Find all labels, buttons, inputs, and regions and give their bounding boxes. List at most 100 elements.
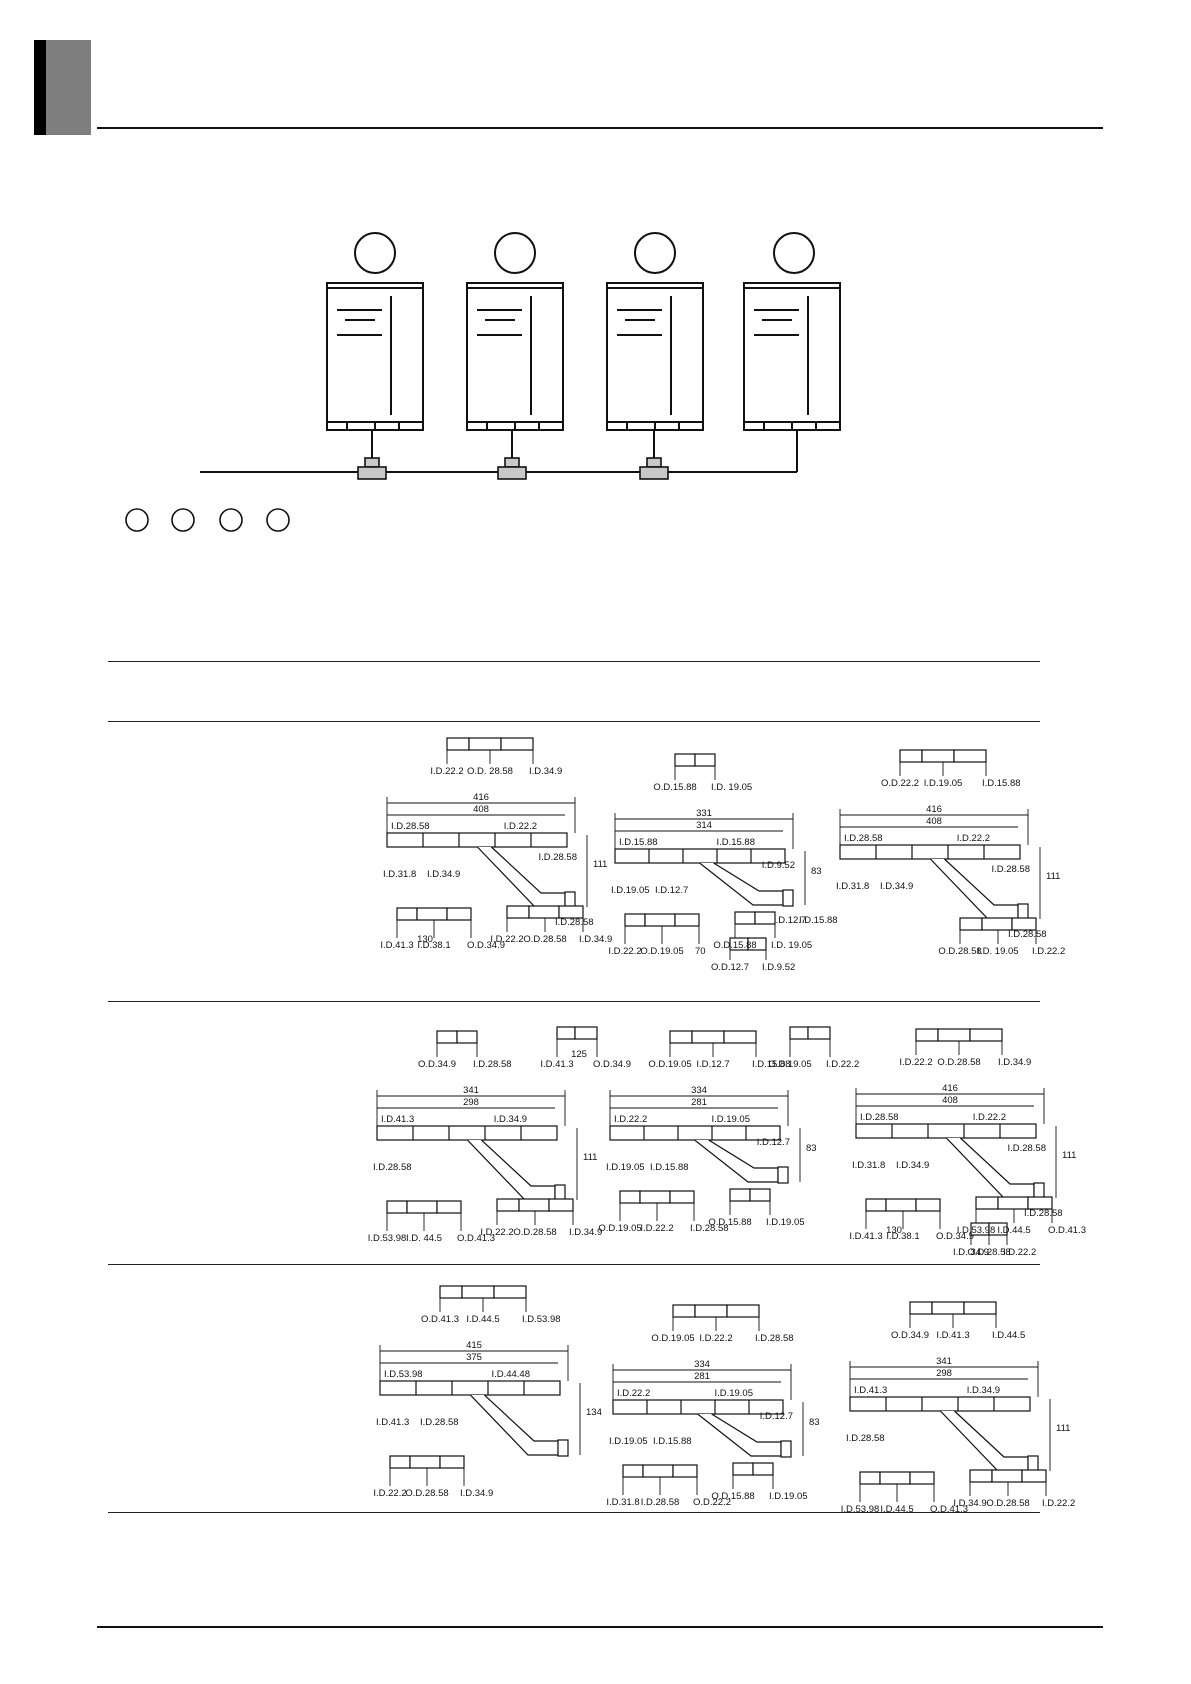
fitting-label: I.D.34.9 [460, 1488, 493, 1499]
fitting-label: O.D.41.3 [457, 1233, 495, 1244]
fitting-label: I.D.41.3 [380, 940, 413, 951]
fitting-label: O.D.28.58 [938, 946, 981, 957]
y-branch-pipe [376, 1125, 566, 1202]
dimension-label: 111 [593, 859, 607, 870]
reducer-fitting [396, 907, 472, 921]
table-rule-bottom [108, 1512, 1040, 1513]
outdoor-unit-3 [606, 282, 704, 431]
fitting-label: O.D.34.9 [593, 1059, 631, 1070]
fitting-label: O.D.28.58 [986, 1498, 1029, 1509]
fitting-label: I.D.22.2 [826, 1059, 859, 1070]
reducer-fitting [975, 1196, 1053, 1210]
dimension-label: 83 [806, 1143, 817, 1154]
branch-label: I.D.28.58 [555, 917, 594, 928]
section-tab-marker [34, 40, 91, 135]
dimension-label: 281 [691, 1097, 707, 1108]
fitting-label: O.D.15.88 [708, 1217, 751, 1228]
legend-circle-1 [125, 508, 149, 532]
dimension-lines [612, 1364, 804, 1456]
reducer-fitting [899, 749, 987, 763]
branch-label: I.D.15.88 [799, 915, 838, 926]
fitting-label: I.D.44.5 [992, 1330, 1025, 1341]
reducer-fitting [506, 905, 584, 919]
dimension-label: 334 [691, 1085, 707, 1096]
dimension-label: 130 [417, 934, 433, 945]
reducer-fitting [556, 1026, 598, 1040]
reducer-fitting [729, 1188, 771, 1202]
fitting-label: I.D. 19.05 [977, 946, 1018, 957]
fitting-label: 70 [695, 946, 706, 957]
fitting-label: I.D.38.1 [886, 1231, 919, 1242]
branch-joints [357, 457, 669, 480]
reducer-fitting [970, 1222, 1008, 1236]
reducer-fitting [729, 937, 767, 951]
y-branch-pipe [379, 1380, 569, 1457]
fitting-label: I.D.22.2 [490, 934, 523, 945]
fitting-label: O.D.34.9 [418, 1059, 456, 1070]
branch-label: I.D.34.9 [880, 881, 913, 892]
fitting-label: I.D.19.05 [769, 1491, 808, 1502]
y-branch-pipe [614, 848, 794, 907]
fitting-label: O.D.41.3 [421, 1314, 459, 1325]
dimension-label: 83 [811, 866, 822, 877]
fitting-label: O.D.19.05 [640, 946, 683, 957]
y-branch-pipe [609, 1125, 789, 1184]
branch-label: I.D.44.48 [491, 1369, 530, 1380]
y-branch-pipe [849, 1396, 1039, 1473]
branch-label: I.D.34.9 [967, 1385, 1000, 1396]
footer-rule [97, 1626, 1103, 1628]
dimension-label: 416 [942, 1083, 958, 1094]
branch-label: I.D.19.05 [606, 1162, 645, 1173]
fitting-label: I.D.53.98 [841, 1504, 880, 1515]
fitting-label: O.D.41.3 [1048, 1225, 1086, 1236]
reducer-fitting [732, 1462, 774, 1476]
fitting-label: I.D.53.98 [957, 1225, 996, 1236]
reducer-fitting [446, 737, 534, 751]
dimension-lines [614, 813, 806, 905]
branch-label: I.D.41.3 [854, 1385, 887, 1396]
fitting-label: I.D.22.2 [1003, 1247, 1036, 1258]
dimension-label: 341 [936, 1356, 952, 1367]
branch-label: I.D.28.58 [846, 1433, 885, 1444]
fitting-label: I.D.38.1 [417, 940, 450, 951]
branch-label: I.D.53.98 [384, 1369, 423, 1380]
fitting-label: I.D.22.2 [899, 1057, 932, 1068]
reducer-fitting [619, 1190, 695, 1204]
dimension-label: 314 [696, 820, 712, 831]
branch-label: I.D.22.2 [973, 1112, 1006, 1123]
reducer-fitting [959, 917, 1037, 931]
reducer-fitting [865, 1198, 941, 1212]
fitting-label: I.D.41.3 [849, 1231, 882, 1242]
fitting-label: O.D.15.88 [713, 940, 756, 951]
branch-label: I.D.15.88 [619, 837, 658, 848]
legend-circle-4 [266, 508, 290, 532]
dimension-label: 408 [942, 1095, 958, 1106]
branch-label: I.D.15.88 [653, 1436, 692, 1447]
fitting-label: I.D.34.9 [529, 766, 562, 777]
dimension-label: 111 [583, 1152, 597, 1163]
fitting-label: O.D.34.9 [891, 1330, 929, 1341]
reducer-fitting [915, 1028, 1003, 1042]
fitting-label: I.D.12.7 [696, 1059, 729, 1070]
branch-label: I.D.12.7 [655, 885, 688, 896]
dimension-label: 408 [926, 816, 942, 827]
branch-label: I.D.28.58 [844, 833, 883, 844]
branch-label: I.D.19.05 [609, 1436, 648, 1447]
dimension-label: 130 [886, 1225, 902, 1236]
fitting-label: I.D.22.2 [1032, 946, 1065, 957]
reducer-fitting [389, 1455, 465, 1469]
y-branch-pipe [839, 844, 1029, 921]
branch-label: I.D.28.58 [1024, 1208, 1063, 1219]
fitting-label: O.D.28.58 [405, 1488, 448, 1499]
fitting-label: I.D.22.2 [430, 766, 463, 777]
branch-label: I.D.19.05 [711, 1114, 750, 1125]
header-rule [97, 127, 1103, 129]
dimension-label: 375 [466, 1352, 482, 1363]
dimension-label: 281 [694, 1371, 710, 1382]
fitting-label: I.D.22.2 [640, 1223, 673, 1234]
fitting-label: I.D. 19.05 [711, 782, 752, 793]
dimension-label: 415 [466, 1340, 482, 1351]
